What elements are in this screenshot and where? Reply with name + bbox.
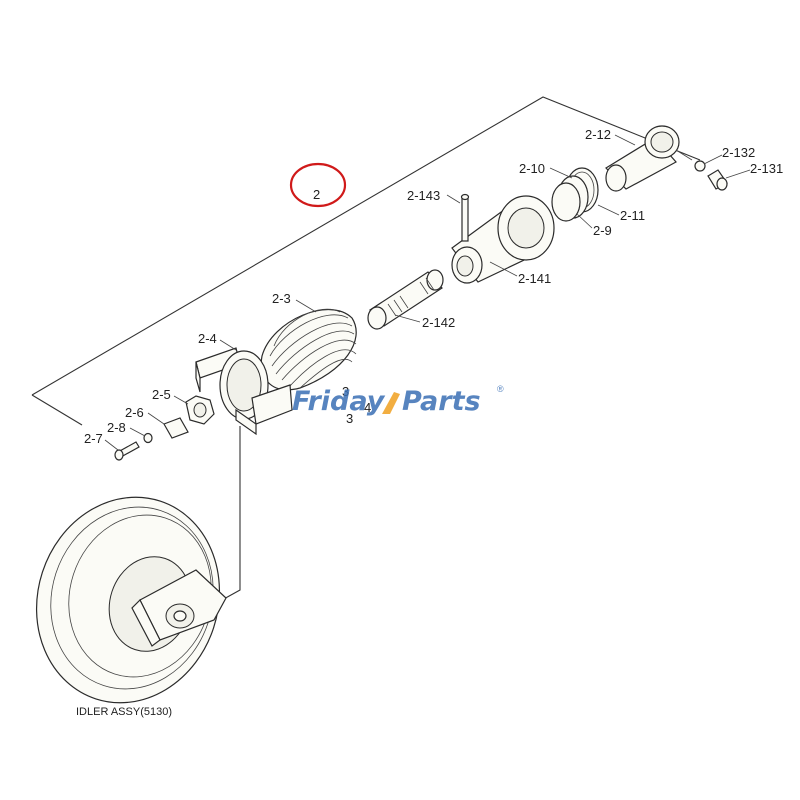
part-2-132-washer (694, 160, 706, 172)
leader-2-143 (446, 194, 461, 204)
watermark-brand-b: Parts (402, 386, 481, 417)
part-2-131-plug (707, 169, 728, 191)
part-2-6-plate (163, 417, 189, 439)
part-2-7-bolt (114, 441, 140, 461)
idler-wheel (35, 496, 227, 704)
label-2-3: 2-3 (272, 291, 291, 306)
part-2-141-piston (451, 195, 555, 284)
part-2-5-nut (185, 395, 215, 425)
leader-2-10 (549, 167, 573, 179)
idler-caption: IDLER ASSY(5130) (76, 706, 172, 718)
leader-2-4 (219, 339, 237, 351)
label-hidden-3-upper: 3 (342, 384, 349, 399)
label-2-132: 2-132 (722, 145, 755, 160)
part-2-8-washer (143, 432, 153, 444)
assembly-bracket-lower-line (31, 394, 83, 426)
leader-2-5 (173, 395, 189, 405)
leader-2-11 (597, 204, 620, 216)
leader-2-132 (703, 154, 723, 165)
label-2-143: 2-143 (407, 188, 440, 203)
leader-2-3 (295, 299, 317, 313)
label-2-4: 2-4 (198, 331, 217, 346)
label-2-9: 2-9 (593, 223, 612, 238)
label-2-12: 2-12 (585, 127, 611, 142)
leader-2-9 (576, 213, 593, 229)
group-label: 2 (313, 187, 320, 202)
label-2-10: 2-10 (519, 161, 545, 176)
part-2-4-bracket (195, 347, 293, 436)
idler-connector-line (221, 426, 241, 601)
brand-watermark: Friday Parts ® (292, 384, 504, 417)
label-2-6: 2-6 (125, 405, 144, 420)
leader-2-141 (489, 261, 518, 277)
watermark-accent-icon (382, 392, 400, 414)
label-2-141: 2-141 (518, 271, 551, 286)
label-2-8: 2-8 (107, 420, 126, 435)
part-2-12-cylinder (605, 125, 693, 192)
label-2-5: 2-5 (152, 387, 171, 402)
label-2-7: 2-7 (84, 431, 103, 446)
part-2-9-ring (551, 182, 581, 222)
leader-2-131 (725, 169, 751, 179)
part-2-3-spring (260, 308, 357, 391)
label-hidden-4: 4 (364, 400, 371, 415)
label-2-11: 2-11 (620, 208, 645, 223)
part-2-142-rod (367, 269, 444, 330)
leader-2-12 (614, 134, 636, 146)
label-hidden-3: 3 (346, 411, 353, 426)
watermark-registered-mark: ® (497, 384, 504, 394)
label-2-131: 2-131 (750, 161, 783, 176)
label-2-142: 2-142 (422, 315, 455, 330)
leader-2-8 (129, 427, 146, 437)
highlight-circle (289, 162, 347, 208)
watermark-brand-a: Friday (292, 386, 386, 417)
leader-2-7 (104, 439, 119, 451)
leader-2-6 (147, 412, 165, 425)
leader-2-142 (394, 314, 421, 323)
part-2-143-pin (460, 193, 470, 242)
